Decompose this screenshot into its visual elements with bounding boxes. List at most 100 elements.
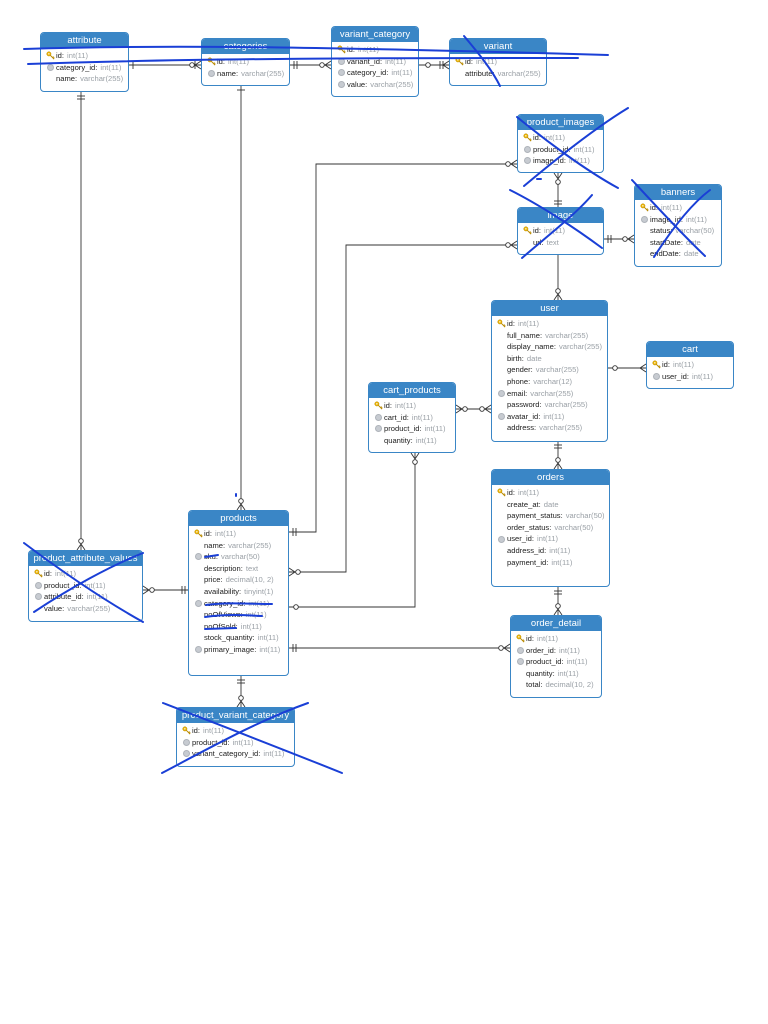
column-row[interactable]: user_id:int(11): [651, 371, 729, 383]
column-row[interactable]: id:int(11): [45, 50, 124, 62]
column-row[interactable]: url:text: [522, 237, 599, 249]
column-row[interactable]: id:int(11): [193, 528, 284, 540]
column-row[interactable]: payment_status:varchar(50): [496, 510, 605, 522]
table-title[interactable]: attribute: [41, 33, 128, 48]
column-row[interactable]: gender:varchar(255): [496, 364, 603, 376]
column-separator: :: [521, 353, 524, 363]
table-title[interactable]: orders: [492, 470, 609, 485]
column-row[interactable]: description:text: [193, 563, 284, 575]
table-title[interactable]: image: [518, 208, 603, 223]
column-row[interactable]: avatar_id:int(11): [496, 411, 603, 423]
primary-key-icon: [181, 726, 192, 735]
column-row[interactable]: name:varchar(255): [193, 540, 284, 552]
column-name: id: [465, 57, 471, 66]
table-title[interactable]: products: [189, 511, 288, 526]
table-title[interactable]: order_detail: [511, 616, 601, 631]
column-type: decimal(10, 2): [225, 575, 274, 585]
column-name: id: [650, 203, 656, 212]
column-name: startDate: [650, 237, 681, 247]
column-row[interactable]: endDate:date: [639, 248, 717, 260]
column-row[interactable]: order_status:varchar(50): [496, 522, 605, 534]
column-name: user_id: [507, 534, 532, 544]
primary-key-icon: [373, 401, 384, 410]
column-row[interactable]: stock_quantity:int(11): [193, 632, 284, 644]
column-row[interactable]: value:varchar(255): [336, 79, 414, 91]
column-row[interactable]: password:varchar(255): [496, 399, 603, 411]
column-row[interactable]: phone:varchar(12): [496, 376, 603, 388]
column-row[interactable]: variant_category_id:int(11): [181, 748, 290, 760]
column-name: id: [507, 319, 513, 328]
column-row[interactable]: category_id:int(11): [45, 62, 124, 74]
column-row[interactable]: create_at:date: [496, 499, 605, 511]
column-type: decimal(10, 2): [545, 680, 594, 690]
column-row[interactable]: product_id:int(11): [33, 580, 138, 592]
table-title[interactable]: variant_category: [332, 27, 418, 42]
column-separator: :: [678, 249, 681, 259]
column-separator: :: [544, 545, 547, 555]
column-row[interactable]: product_id:int(11): [515, 656, 597, 668]
column-row[interactable]: quantity:int(11): [373, 435, 451, 447]
column-type: varchar(50): [220, 552, 260, 562]
column-row[interactable]: payment_id:int(11): [496, 557, 605, 569]
column-row[interactable]: id:int(11): [651, 359, 729, 371]
table-title[interactable]: user: [492, 301, 607, 316]
column-row[interactable]: attribute_id:int(11): [33, 591, 138, 603]
table-title[interactable]: cart: [647, 342, 733, 357]
table-cart[interactable]: cart id:int(11)user_id:int(11): [646, 341, 734, 389]
table-title[interactable]: banners: [635, 185, 721, 200]
column-row[interactable]: category_id:int(11): [336, 67, 414, 79]
table-title[interactable]: variant: [450, 39, 546, 54]
column-separator: :: [227, 737, 230, 747]
column-row[interactable]: noOfSold:int(11): [193, 621, 284, 633]
table-user[interactable]: user id:int(11)full_name:varchar(255)disp…: [491, 300, 608, 442]
column-name: user_id: [662, 371, 687, 381]
column-separator: :: [49, 569, 53, 578]
link-products-image: [289, 244, 517, 573]
column-row[interactable]: user_id:int(11): [496, 533, 605, 545]
column-row[interactable]: birth:date: [496, 353, 603, 365]
column-row[interactable]: address_id:int(11): [496, 545, 605, 557]
column-row[interactable]: id:int(11): [181, 725, 290, 737]
column-row[interactable]: id:int(11): [496, 318, 603, 330]
column-name: description: [204, 563, 241, 573]
column-row[interactable]: name:varchar(255): [206, 68, 285, 80]
column-separator: :: [470, 57, 474, 66]
column-row[interactable]: image_id:int(11): [522, 155, 599, 167]
column-row[interactable]: name:varchar(255): [45, 73, 124, 85]
column-row[interactable]: display_name:varchar(255): [496, 341, 603, 353]
column-row[interactable]: primary_image:int(11): [193, 644, 284, 656]
column-row[interactable]: quantity:int(11): [515, 668, 597, 680]
table-title[interactable]: cart_products: [369, 383, 455, 398]
column-name: gender: [507, 365, 531, 375]
column-row[interactable]: availability:tinyint(1): [193, 586, 284, 598]
column-row[interactable]: startDate:date: [639, 237, 717, 249]
column-row[interactable]: id:int(11): [373, 400, 451, 412]
column-row[interactable]: id:int(11): [496, 487, 605, 499]
column-row[interactable]: order_id:int(11): [515, 645, 597, 657]
column-separator: :: [389, 401, 393, 410]
table-title[interactable]: product_attribute_values: [29, 551, 142, 566]
column-row[interactable]: address:varchar(255): [496, 422, 603, 434]
column-row[interactable]: email:varchar(255): [496, 388, 603, 400]
column-row[interactable]: product_id:int(11): [373, 423, 451, 435]
column-type: varchar(255): [539, 423, 583, 433]
column-row[interactable]: price:decimal(10, 2): [193, 574, 284, 586]
column-type: int(11): [263, 749, 285, 759]
column-row[interactable]: cart_id:int(11): [373, 412, 451, 424]
column-row[interactable]: id:int(11): [522, 132, 599, 144]
column-row[interactable]: full_name:varchar(255): [496, 330, 603, 342]
column-separator: :: [379, 56, 383, 66]
table-title[interactable]: product_images: [518, 115, 603, 130]
column-row[interactable]: total:decimal(10, 2): [515, 679, 597, 691]
column-row[interactable]: value:varchar(255): [33, 603, 138, 615]
table-cart-products[interactable]: cart_products id:int(11)cart_id:int(11)pr…: [368, 382, 456, 453]
column-row[interactable]: id:int(11): [515, 633, 597, 645]
column-row[interactable]: product_id:int(11): [181, 737, 290, 749]
table-order-detail[interactable]: order_detail id:int(11)order_id:int(11)pr…: [510, 615, 602, 698]
